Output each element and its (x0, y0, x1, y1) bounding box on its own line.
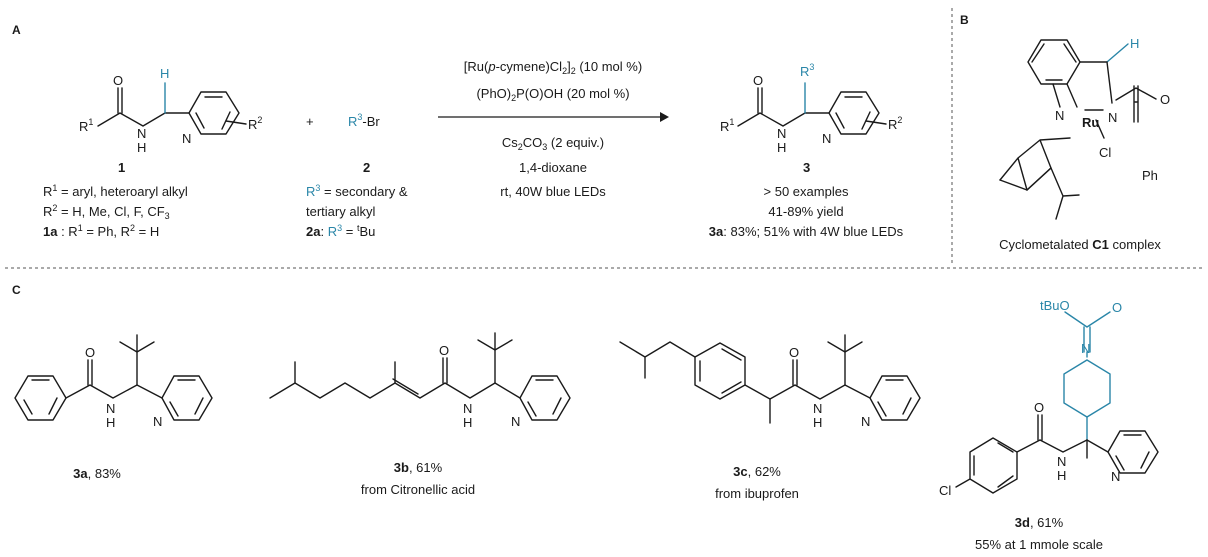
conditions-base: Cs2CO3 (2 equiv.) (502, 135, 604, 152)
product-3a-label: 3a, 83% (73, 466, 121, 481)
scope-2-r3: R3 = secondary & (306, 183, 408, 199)
atom-nitrogen-pyridine: N (182, 131, 191, 146)
product-3b-note: from Citronellic acid (361, 482, 475, 497)
svg-text:N: N (511, 414, 520, 429)
svg-text:N: N (1111, 469, 1120, 484)
svg-text:O: O (1112, 300, 1122, 315)
svg-text:R2: R2 (888, 115, 902, 132)
svg-text:N: N (463, 401, 472, 416)
product-3c-note: from ibuprofen (715, 486, 799, 501)
conditions-light: rt, 40W blue LEDs (500, 184, 606, 199)
svg-text:N: N (1055, 108, 1064, 123)
structure-product-3c: O N H N (619, 334, 921, 430)
svg-text:N: N (106, 401, 115, 416)
svg-text:Ru: Ru (1082, 115, 1099, 130)
scope-1-example: 1a : R1 = Ph, R2 = H (43, 223, 159, 239)
scope-3-example: 3a: 83%; 51% with 4W blue LEDs (709, 224, 904, 239)
panel-label-a: A (12, 23, 21, 37)
svg-text:N: N (822, 131, 831, 146)
svg-text:H: H (813, 415, 822, 430)
svg-text:N: N (153, 414, 162, 429)
group-r1: R (79, 119, 88, 134)
structure-product-3b: O N H N (269, 332, 571, 430)
atom-hydrogen: H (137, 140, 146, 155)
reagent-r3-br: R3-Br (348, 112, 380, 129)
svg-text:H: H (106, 415, 115, 430)
svg-text:tBuO: tBuO (1040, 298, 1070, 313)
conditions-catalyst: [Ru(p-cymene)Cl2]2 (10 mol %) (464, 59, 642, 76)
panel-label-b: B (960, 13, 969, 27)
svg-text:O: O (85, 345, 95, 360)
svg-text:N: N (861, 414, 870, 429)
structure-product-3: O N H N R3 R1 R2 (720, 62, 902, 155)
conditions-acid: (PhO)2P(O)OH (20 mol %) (476, 86, 629, 103)
svg-text:H: H (463, 415, 472, 430)
compound-label-3: 3 (803, 160, 810, 175)
svg-text:O: O (789, 345, 799, 360)
scope-1-r1: R1 = aryl, heteroaryl alkyl (43, 183, 188, 199)
compound-label-1: 1 (118, 160, 125, 175)
product-3c-label: 3c, 62% (733, 464, 781, 479)
svg-text:R2: R2 (248, 115, 262, 132)
structure-product-3a: O N H N (14, 334, 213, 430)
svg-text:R3: R3 (800, 62, 814, 79)
scope-1-r2: R2 = H, Me, Cl, F, CF3 (43, 203, 170, 221)
svg-text:O: O (753, 73, 763, 88)
complex-caption: Cyclometalated C1 complex (999, 237, 1161, 252)
svg-text:Cl: Cl (1099, 145, 1111, 160)
svg-text:N: N (813, 401, 822, 416)
product-3d-label: 3d, 61% (1015, 515, 1064, 530)
scope-3-yield: 41-89% yield (768, 204, 843, 219)
product-3b-label: 3b, 61% (394, 460, 443, 475)
reaction-arrow-head (660, 112, 669, 122)
svg-text:Cl: Cl (939, 483, 951, 498)
svg-text:H: H (1057, 468, 1066, 483)
structure-compound-1: O N H H N R1 R2 (79, 66, 262, 155)
scope-2-def2: tertiary alkyl (306, 204, 375, 219)
structure-complex-c1: N Ru N Cl H O Ph (999, 36, 1170, 220)
group-r2: R (248, 117, 257, 132)
svg-text:N: N (1057, 454, 1066, 469)
structure-product-3d: tBuO O N O N H N Cl (939, 298, 1159, 498)
atom-nitrogen: N (137, 126, 146, 141)
scope-2-example: 2a: R3 = tBu (306, 223, 375, 239)
svg-text:R1: R1 (79, 117, 93, 134)
svg-text:O: O (1160, 92, 1170, 107)
svg-text:Ph: Ph (1142, 168, 1158, 183)
sup-2: 2 (257, 115, 262, 125)
panel-label-c: C (12, 283, 21, 297)
product-3d-note: 55% at 1 mmole scale (975, 537, 1103, 552)
atom-oxygen: O (113, 73, 123, 88)
plus-sign: + (306, 114, 314, 129)
svg-text:R1: R1 (720, 117, 734, 134)
svg-text:H: H (1130, 36, 1139, 51)
svg-text:N: N (777, 126, 786, 141)
svg-text:N: N (1081, 341, 1090, 356)
conditions-solvent: 1,4-dioxane (519, 160, 587, 175)
sup-1: 1 (88, 117, 93, 127)
atom-hydrogen-highlight: H (160, 66, 169, 81)
compound-label-2: 2 (363, 160, 370, 175)
svg-text:O: O (1034, 400, 1044, 415)
svg-text:O: O (439, 343, 449, 358)
svg-text:N: N (1108, 110, 1117, 125)
svg-text:H: H (777, 140, 786, 155)
scope-3-examples: > 50 examples (764, 184, 849, 199)
